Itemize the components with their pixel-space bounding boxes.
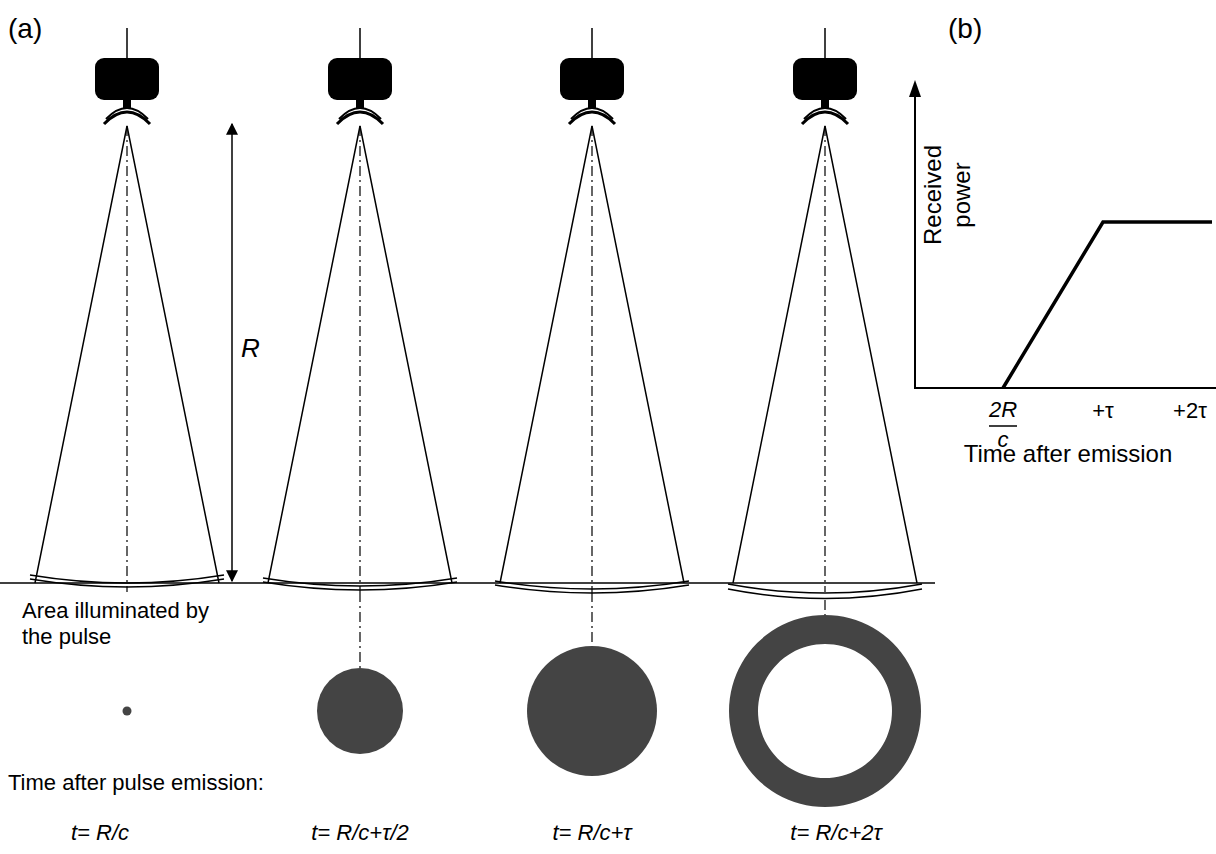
- time-label: t= R/c+τ: [552, 820, 631, 846]
- panel-letter: (b): [948, 12, 982, 46]
- radar-beam: [268, 28, 452, 592]
- range-symbol: R: [241, 333, 260, 364]
- radar-beam: [500, 28, 684, 592]
- time-label: t= R/c: [71, 820, 129, 846]
- time-label: t= R/c+2τ: [790, 820, 881, 846]
- tick-label: +2τ: [1173, 398, 1207, 424]
- time-label: t= R/c+τ/2: [311, 820, 409, 846]
- radar-panels: [35, 28, 917, 592]
- tick-label: +τ: [1092, 398, 1114, 424]
- radar-beam: [733, 28, 917, 592]
- time-heading: Time after pulse emission:: [8, 770, 264, 796]
- tick-label: 2R: [989, 397, 1017, 423]
- panel-letter: (a): [8, 12, 42, 46]
- range-arrow: [231, 124, 233, 581]
- radar-beam: [35, 28, 219, 592]
- axis-title: Time after emission: [964, 440, 1173, 469]
- pulse-shells: [30, 575, 922, 599]
- fraction-bar: [989, 425, 1017, 427]
- power-plot: [909, 80, 1216, 426]
- area-caption: Area illuminated by the pulse: [22, 598, 222, 651]
- axis-title: Received power: [919, 140, 977, 250]
